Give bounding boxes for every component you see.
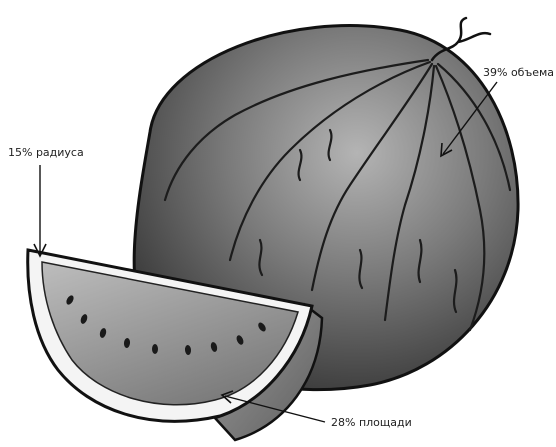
volume-label: 39% объема [483, 66, 554, 79]
radius-label: 15% радиуса [8, 146, 84, 159]
callout-radius: 15% радиуса [8, 146, 84, 256]
area-label: 28% площади [331, 416, 412, 429]
